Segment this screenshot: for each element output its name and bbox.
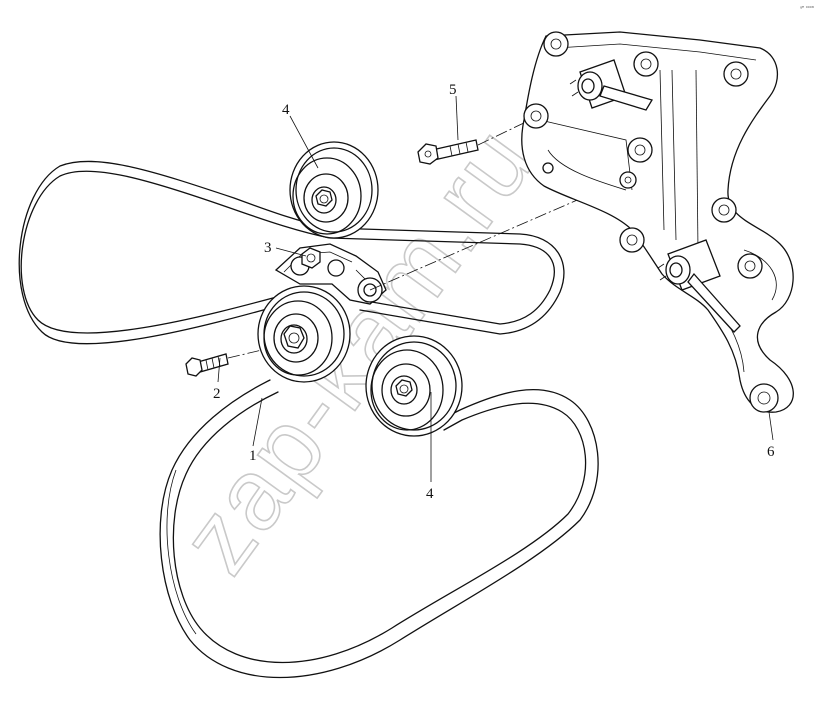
callout-4-top: 4	[282, 102, 290, 118]
leader-3	[275, 247, 307, 257]
callout-6: 6	[767, 444, 775, 460]
callout-1: 1	[249, 448, 257, 464]
centerline-tensioner	[369, 177, 629, 291]
drive-belt	[18, 160, 599, 679]
bolt-5	[417, 119, 531, 165]
leader-6	[768, 411, 774, 441]
callout-3: 3	[264, 240, 272, 256]
corner-mark: ᵍᴿ ⁰⁰⁰⁸	[800, 6, 814, 12]
callout-4-bottom: 4	[426, 486, 434, 502]
mounting-bracket	[521, 31, 794, 413]
leader-5	[455, 95, 459, 141]
idler-pulley-top	[289, 141, 379, 239]
belt-tensioner	[257, 243, 387, 383]
leader-1	[252, 397, 263, 447]
bolt-2	[185, 349, 263, 377]
leader-lines	[217, 95, 774, 482]
leader-4-top	[289, 115, 319, 169]
idler-pulley-bottom	[365, 335, 463, 437]
callout-5: 5	[449, 82, 457, 98]
leader-2	[217, 357, 221, 383]
callout-2: 2	[213, 386, 221, 402]
